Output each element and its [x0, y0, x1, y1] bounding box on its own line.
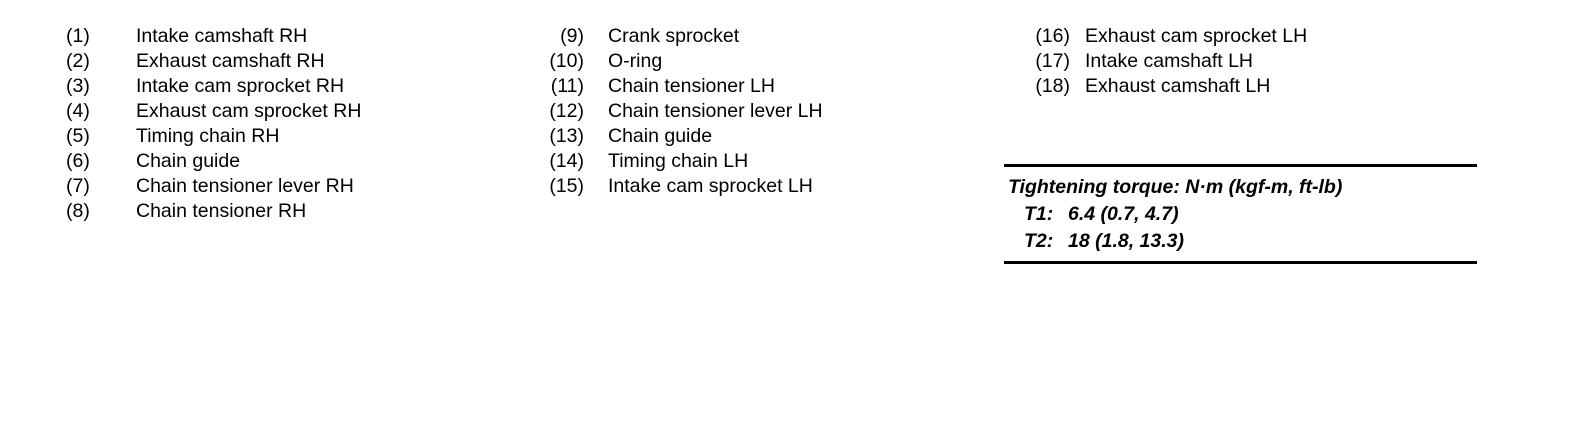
legend-column-2: (9) Crank sprocket (10) O-ring (11) Chain ten…: [536, 24, 823, 199]
legend-item-label: Timing chain LH: [608, 150, 749, 172]
legend-item-number: (12): [549, 100, 584, 122]
legend-item: (16) Exhaust cam sprocket LH: [1020, 24, 1307, 49]
legend-item-number: (16): [1035, 25, 1070, 47]
legend-item: (4) Exhaust cam sprocket RH: [66, 99, 361, 124]
legend-item-label: Exhaust cam sprocket LH: [1085, 25, 1308, 47]
torque-row-value: 6.4 (0.7, 4.7): [1068, 203, 1179, 225]
legend-item-label: Chain guide: [136, 150, 241, 172]
torque-table-bottom-rule: [1004, 261, 1477, 264]
torque-table-body: Tightening torque: N·m (kgf-m, ft-lb) T1…: [1004, 167, 1477, 261]
legend-item-label: Chain tensioner LH: [608, 75, 775, 97]
legend-item-number: (1): [66, 25, 90, 47]
legend-item-number: (3): [66, 75, 90, 97]
legend-item: (15) Intake cam sprocket LH: [536, 174, 823, 199]
legend-item: (7) Chain tensioner lever RH: [66, 174, 361, 199]
legend-item-number: (13): [549, 125, 584, 147]
legend-item-label: Intake cam sprocket LH: [608, 175, 813, 197]
legend-item-label: Exhaust cam sprocket RH: [136, 100, 362, 122]
legend-item: (10) O-ring: [536, 49, 823, 74]
torque-table-title: Tightening torque: N·m (kgf-m, ft-lb): [1008, 176, 1343, 198]
legend-item-number: (11): [550, 75, 584, 97]
legend-column-3: (16) Exhaust cam sprocket LH (17) Intake ca…: [1020, 24, 1307, 99]
legend-item-number: (7): [66, 175, 90, 197]
legend-item: (12) Chain tensioner lever LH: [536, 99, 823, 124]
legend-item: (11) Chain tensioner LH: [536, 74, 823, 99]
legend-item-label: Intake camshaft LH: [1085, 50, 1253, 72]
torque-row: T1: 6.4 (0.7, 4.7): [1004, 201, 1477, 228]
legend-item-label: O-ring: [608, 50, 663, 72]
legend-item: (1) Intake camshaft RH: [66, 24, 361, 49]
legend-item-number: (8): [66, 200, 90, 222]
legend-item-number: (17): [1035, 50, 1070, 72]
legend-item: (6) Chain guide: [66, 149, 361, 174]
legend-item-label: Crank sprocket: [608, 25, 740, 47]
torque-row-key: T2:: [1024, 230, 1054, 252]
legend-item-number: (18): [1035, 75, 1070, 97]
legend-item-label: Timing chain RH: [136, 125, 280, 147]
legend-item: (3) Intake cam sprocket RH: [66, 74, 361, 99]
torque-row-key: T1:: [1024, 203, 1054, 225]
legend-item: (2) Exhaust camshaft RH: [66, 49, 361, 74]
legend-item-number: (9): [560, 25, 584, 47]
legend-item-label: Chain guide: [608, 125, 713, 147]
legend-item-number: (6): [66, 150, 90, 172]
legend-item-label: Chain tensioner RH: [136, 200, 307, 222]
legend-item-number: (15): [549, 175, 584, 197]
legend-item: (13) Chain guide: [536, 124, 823, 149]
legend-item-label: Chain tensioner lever LH: [608, 100, 823, 122]
legend-item-label: Exhaust camshaft LH: [1085, 75, 1271, 97]
legend-item: (18) Exhaust camshaft LH: [1020, 74, 1307, 99]
tightening-torque-table: Tightening torque: N·m (kgf-m, ft-lb) T1…: [1004, 164, 1477, 264]
legend-item: (14) Timing chain LH: [536, 149, 823, 174]
legend-item: (9) Crank sprocket: [536, 24, 823, 49]
legend-item: (8) Chain tensioner RH: [66, 199, 361, 224]
legend-item-label: Exhaust camshaft RH: [136, 50, 325, 72]
legend-item-number: (14): [549, 150, 584, 172]
torque-table-top-rule: [1004, 164, 1477, 167]
legend-column-1: (1) Intake camshaft RH (2) Exhaust camshaft…: [66, 24, 361, 224]
legend-item-number: (10): [549, 50, 584, 72]
legend-item-number: (4): [66, 100, 90, 122]
legend-item: (5) Timing chain RH: [66, 124, 361, 149]
legend-item-number: (5): [66, 125, 90, 147]
legend-item-label: Chain tensioner lever RH: [136, 175, 354, 197]
legend-item-label: Intake camshaft RH: [136, 25, 308, 47]
legend-item-label: Intake cam sprocket RH: [136, 75, 345, 97]
legend-item: (17) Intake camshaft LH: [1020, 49, 1307, 74]
torque-row: T2: 18 (1.8, 13.3): [1004, 228, 1477, 255]
legend-item-number: (2): [66, 50, 90, 72]
torque-row-value: 18 (1.8, 13.3): [1068, 230, 1184, 252]
torque-row-list: T1: 6.4 (0.7, 4.7) T2: 18 (1.8, 13.3): [1004, 201, 1477, 255]
